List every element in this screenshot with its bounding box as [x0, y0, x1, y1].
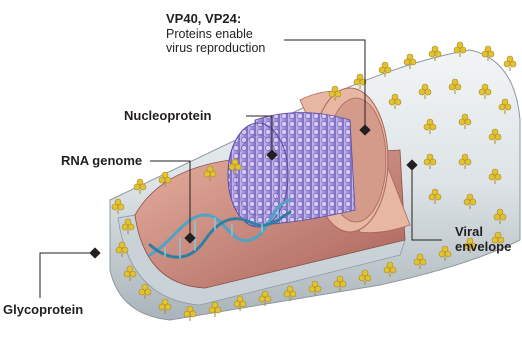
label-vp40-vp24: VP40, VP24:	[166, 12, 241, 26]
label-rna-genome: RNA genome	[61, 154, 142, 168]
label-glycoprotein: Glycoprotein	[3, 303, 83, 317]
label-nucleoprotein: Nucleoprotein	[124, 109, 211, 123]
nucleoprotein-end	[228, 123, 288, 227]
glycoprotein-cluster	[504, 56, 516, 71]
label-viral-envelope-line2: envelope	[455, 240, 511, 254]
label-vp-desc-line1: Proteins enable	[166, 27, 253, 41]
label-vp-desc-line2: virus reproduction	[166, 41, 265, 55]
label-viral-envelope-line1: Viral	[455, 225, 483, 239]
